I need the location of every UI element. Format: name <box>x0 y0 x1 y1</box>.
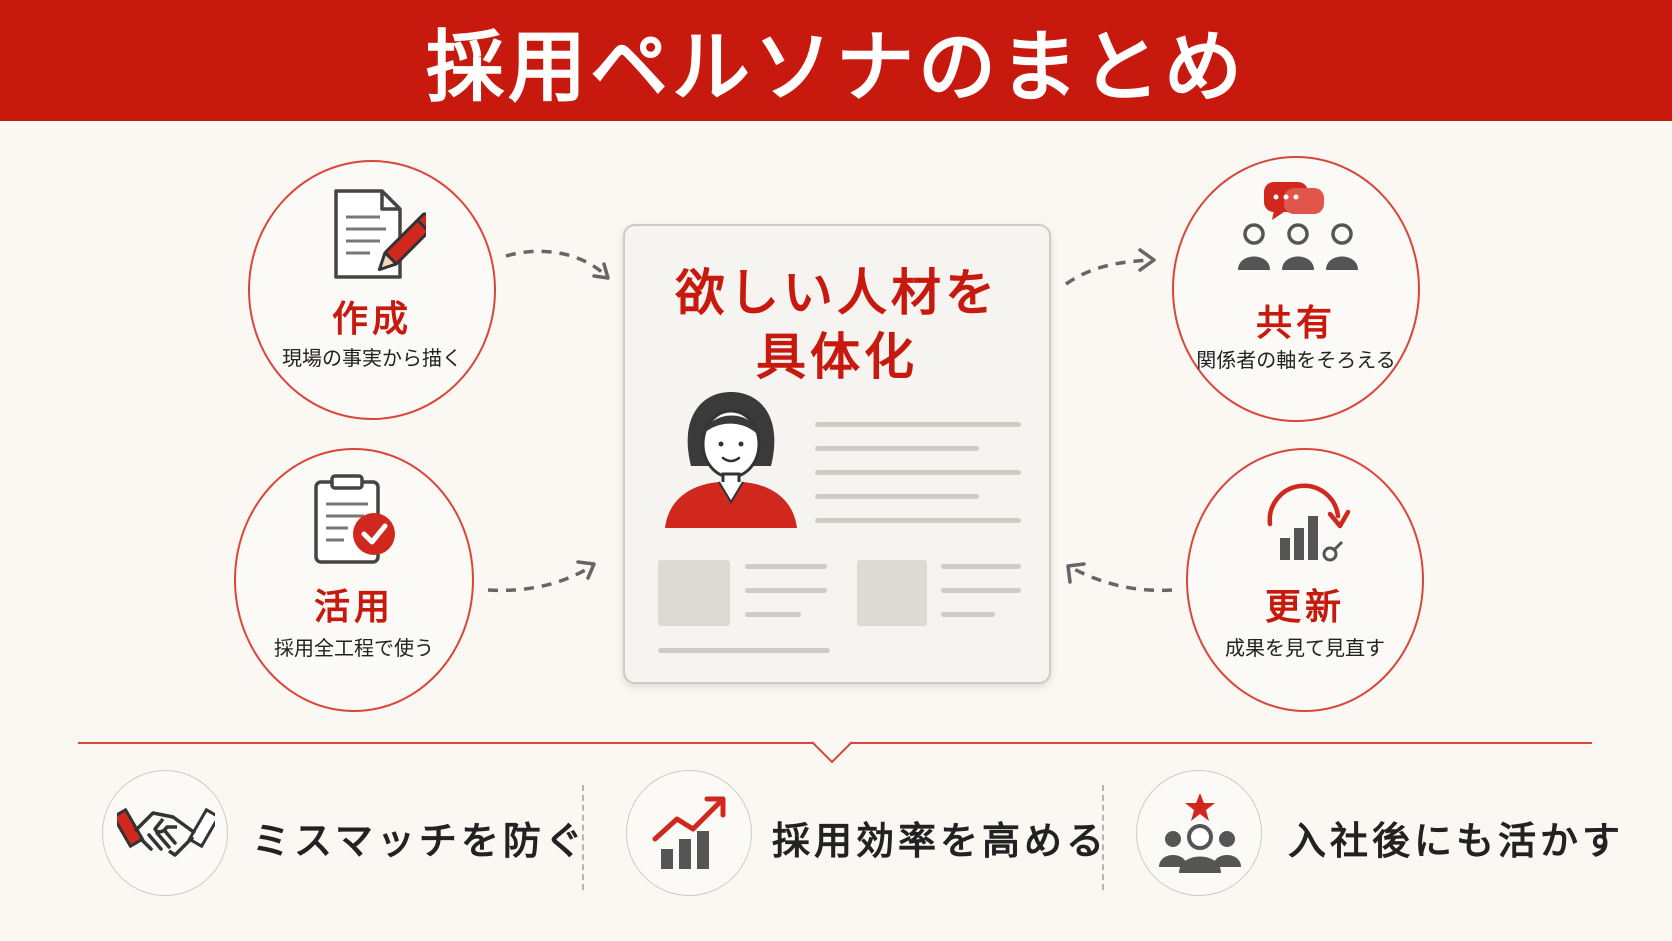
step-create-subtitle: 現場の事実から描く <box>282 346 462 370</box>
step-use-circle: 活用 採用全工程で使う <box>234 448 474 712</box>
benefit-label: ミスマッチを防ぐ <box>252 819 587 863</box>
text-line <box>745 588 827 593</box>
benefit-icon-circle <box>1136 770 1262 896</box>
persona-title-line2: 具体化 <box>756 328 918 386</box>
text-line <box>658 648 830 653</box>
arrow-center-to-share <box>1065 248 1156 286</box>
growth-chart-icon <box>652 796 726 869</box>
text-line <box>815 470 1021 475</box>
text-line <box>815 494 979 499</box>
step-update-subtitle: 成果を見て見直す <box>1225 636 1385 660</box>
text-line <box>745 612 801 617</box>
text-line <box>815 518 1021 523</box>
image-placeholder <box>658 560 730 626</box>
benefit-icon-circle <box>626 770 752 896</box>
divider-notch <box>812 741 852 764</box>
document-edit-icon <box>334 189 426 279</box>
page-title: 採用ペルソナのまとめ <box>425 21 1246 113</box>
step-create-circle: 作成 現場の事実から描く <box>248 160 496 420</box>
text-line <box>745 564 827 569</box>
step-share-circle: 共有 関係者の軸をそろえる <box>1172 156 1420 422</box>
step-update-circle: 更新 成果を見て見直す <box>1186 448 1424 712</box>
benefit-icon-circle <box>102 770 228 896</box>
text-line <box>815 446 979 451</box>
persona-avatar-icon <box>665 392 797 528</box>
step-use-subtitle: 採用全工程で使う <box>274 636 434 660</box>
image-placeholder <box>857 560 927 626</box>
persona-title-line1: 欲しい人材を <box>675 264 999 322</box>
persona-document: 欲しい人材を 具体化 <box>623 224 1051 684</box>
arrow-create-to-center <box>505 249 610 280</box>
step-share-title: 共有 <box>1255 303 1336 344</box>
dashed-separator <box>1102 785 1104 890</box>
handshake-icon <box>117 807 215 857</box>
benefit-label: 入社後にも活かす <box>1288 819 1625 863</box>
text-line <box>941 588 1021 593</box>
clipboard-check-icon <box>314 474 395 564</box>
benefit-improve-efficiency: 採用効率を高める <box>626 770 1104 910</box>
text-line <box>941 564 1021 569</box>
benefit-prevent-mismatch: ミスマッチを防ぐ <box>102 770 583 910</box>
step-update-title: 更新 <box>1264 587 1345 628</box>
header-bar: 採用ペルソナのまとめ <box>0 0 1672 121</box>
dashed-separator <box>582 785 584 890</box>
team-discussion-icon <box>1238 182 1358 270</box>
text-line <box>815 422 1021 427</box>
arrow-update-to-center <box>1066 562 1173 593</box>
step-share-subtitle: 関係者の軸をそろえる <box>1196 348 1396 372</box>
text-line <box>941 612 995 617</box>
refresh-chart-icon <box>1267 483 1351 562</box>
step-use-title: 活用 <box>313 587 394 628</box>
benefit-post-hire: 入社後にも活かす <box>1136 770 1620 910</box>
benefit-label: 採用効率を高める <box>772 819 1109 863</box>
team-star-icon <box>1159 793 1241 873</box>
step-create-title: 作成 <box>331 299 412 340</box>
arrow-use-to-center <box>487 560 596 593</box>
